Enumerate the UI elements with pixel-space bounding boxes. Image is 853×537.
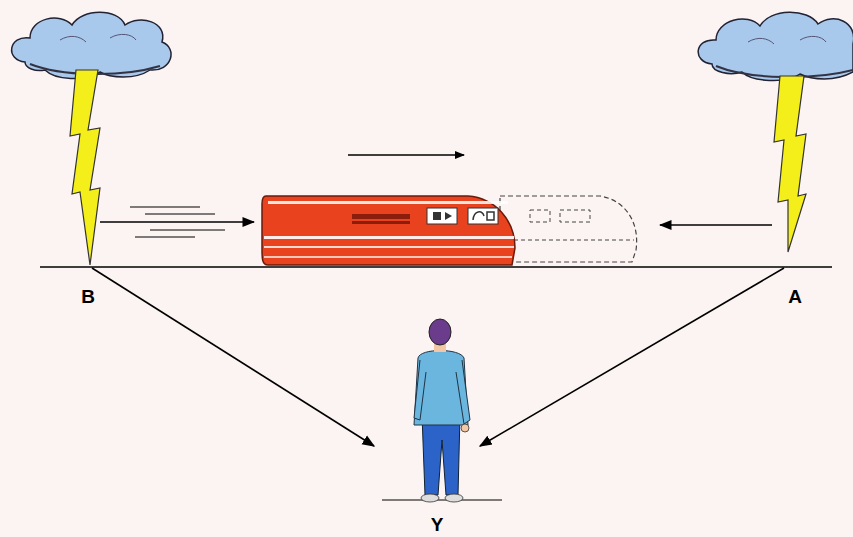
point-label: Y: [431, 515, 444, 534]
lightning-bolt: [774, 76, 806, 252]
point-label: B: [81, 287, 95, 306]
light-path-arrow: [480, 268, 784, 446]
light-path-arrow: [92, 268, 374, 446]
observer-figure: [382, 319, 502, 502]
lightning-bolt: [70, 70, 100, 265]
motion-arrow: [348, 154, 464, 155]
light-arrow: [660, 224, 772, 226]
train: [262, 196, 515, 265]
ground-line: [40, 266, 832, 268]
train-ghost: [500, 196, 637, 262]
storm-cloud: [12, 12, 171, 78]
point-label: A: [788, 287, 802, 306]
storm-cloud: [698, 12, 853, 80]
light-arrow: [100, 207, 254, 237]
train-ghost-detail: [500, 210, 634, 240]
